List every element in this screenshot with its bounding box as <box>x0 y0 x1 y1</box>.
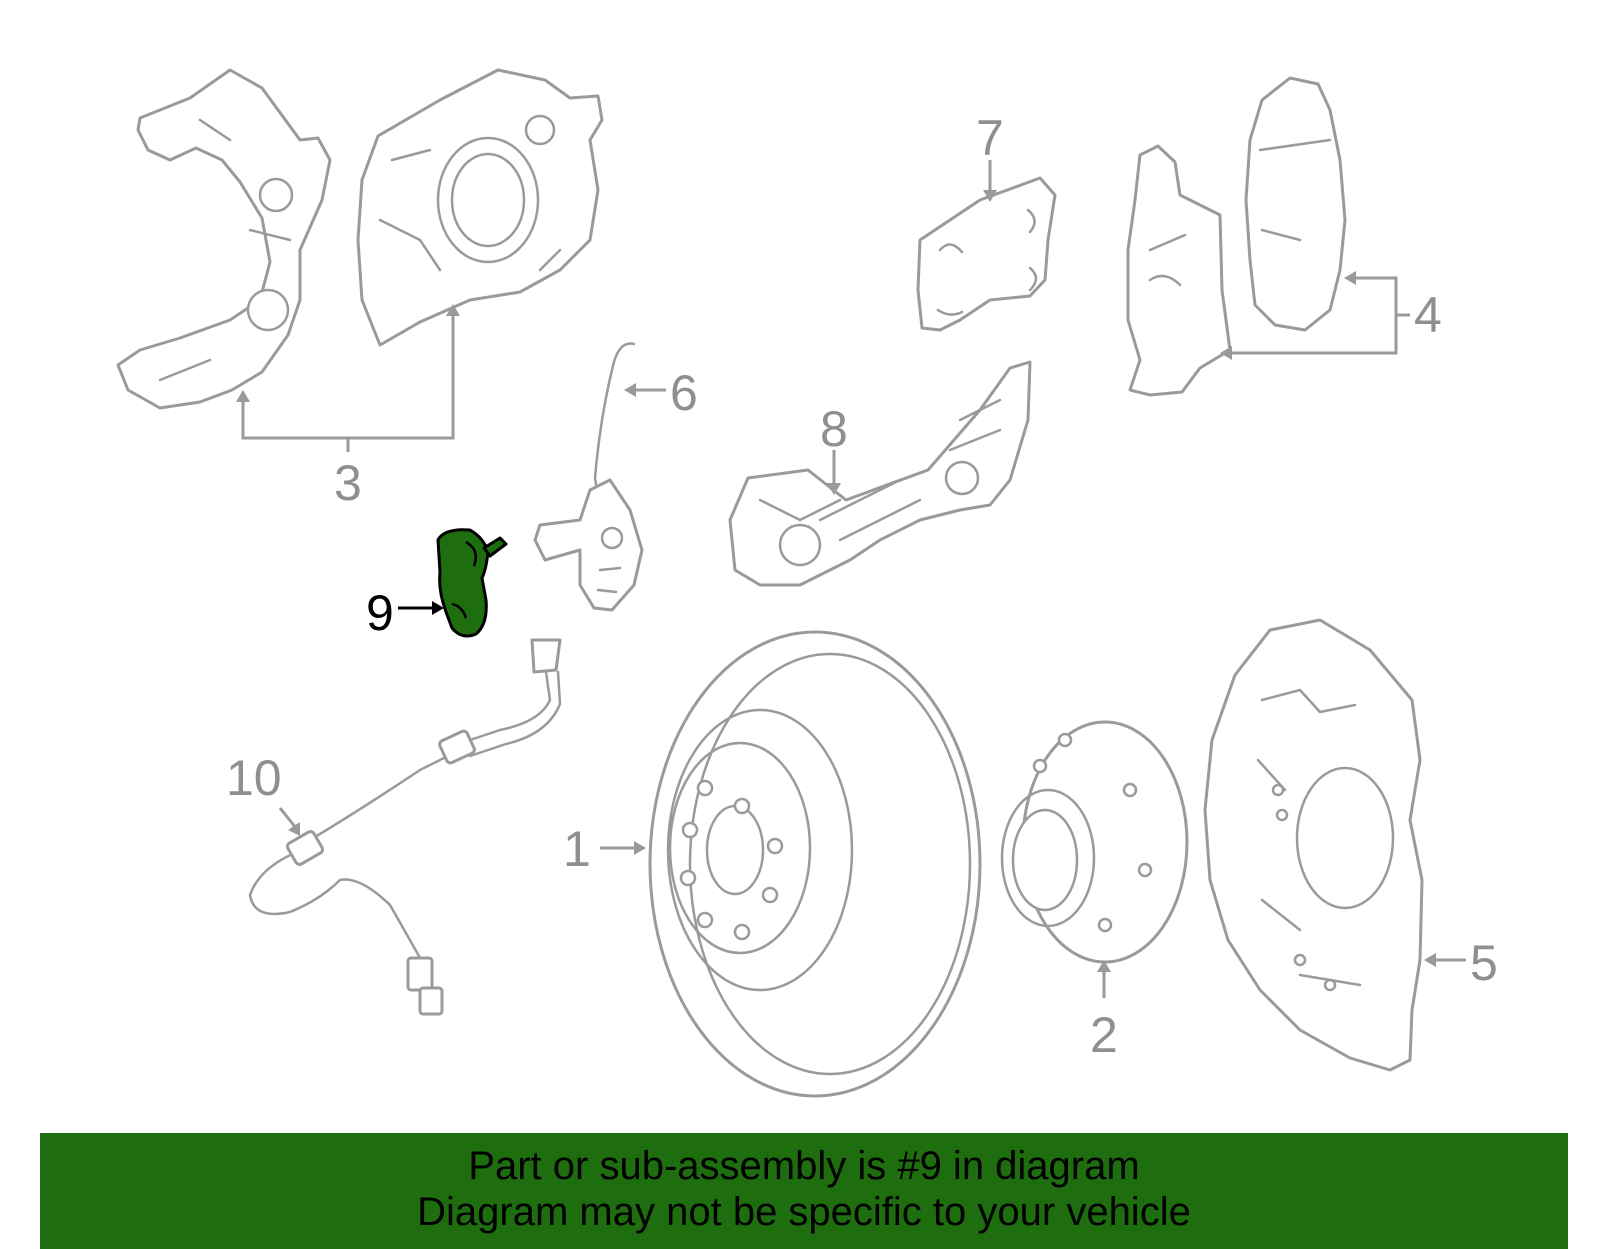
brake-hose[interactable] <box>248 638 562 1016</box>
caliper-bracket[interactable] <box>116 68 332 410</box>
sensor-mount-bracket[interactable] <box>728 360 1032 587</box>
callout-6-arrowhead <box>624 383 636 397</box>
callout-2-arrowhead <box>1097 960 1111 972</box>
callout-6[interactable]: 6 <box>670 365 698 421</box>
callout-10[interactable]: 10 <box>226 750 282 806</box>
splash-shield[interactable] <box>1203 618 1424 1072</box>
banner-line-2: Diagram may not be specific to your vehi… <box>417 1190 1191 1234</box>
callout-4-arrowhead-top <box>1344 271 1356 285</box>
callout-3[interactable]: 3 <box>334 455 362 511</box>
caliper-body[interactable] <box>356 68 604 347</box>
callout-3-leader <box>241 313 455 452</box>
anti-rattle-clip[interactable] <box>916 176 1057 332</box>
callout-10-leader <box>278 807 298 829</box>
highlighted-part-9[interactable] <box>436 528 508 638</box>
banner-line-1: Part or sub-assembly is #9 in diagram <box>468 1144 1140 1188</box>
callout-9-arrowhead <box>432 601 444 615</box>
parts-diagram: 3 7 4 8 6 9 <box>116 68 1498 1098</box>
callout-7-arrowhead <box>983 190 997 202</box>
callout-4-leader <box>1230 276 1410 355</box>
info-banner: Part or sub-assembly is #9 in diagram Di… <box>40 1133 1568 1249</box>
callout-5-arrowhead <box>1424 953 1436 967</box>
wheel-speed-sensor[interactable] <box>533 342 644 612</box>
brake-rotor[interactable] <box>648 630 982 1098</box>
callout-3-arrowhead-right <box>446 304 460 316</box>
callout-8-arrowhead <box>827 483 841 495</box>
callout-2[interactable]: 2 <box>1090 1007 1118 1063</box>
callout-3-arrowhead-left <box>236 390 250 402</box>
callout-4[interactable]: 4 <box>1414 287 1442 343</box>
callout-9[interactable]: 9 <box>366 585 394 641</box>
callout-4-arrowhead-bottom <box>1220 346 1232 360</box>
callout-1-arrowhead <box>634 841 646 855</box>
callout-10-arrowhead <box>288 822 300 836</box>
brake-pad-inner[interactable] <box>1126 144 1232 397</box>
callout-5[interactable]: 5 <box>1470 935 1498 991</box>
callout-7[interactable]: 7 <box>976 110 1004 166</box>
callout-8[interactable]: 8 <box>820 401 848 457</box>
callout-1[interactable]: 1 <box>563 821 591 877</box>
wheel-hub[interactable] <box>1000 720 1189 964</box>
brake-pad-outer[interactable] <box>1244 76 1347 332</box>
